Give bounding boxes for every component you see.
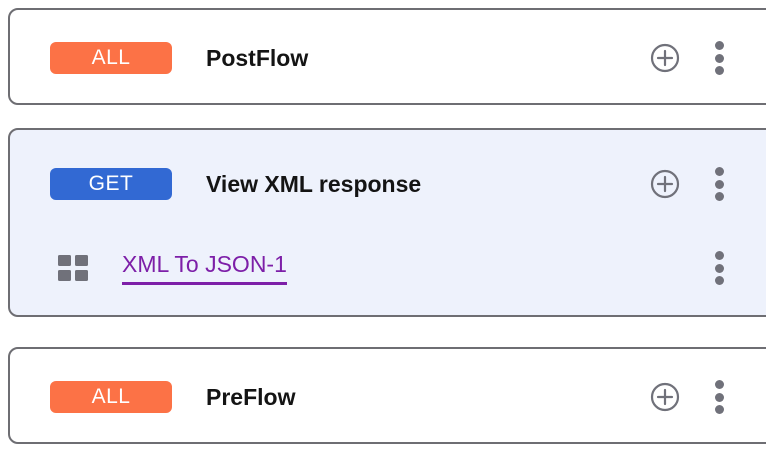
flow-header-row[interactable]: ALL PreFlow — [10, 369, 766, 425]
kebab-dot — [714, 167, 724, 176]
method-badge-all: ALL — [50, 42, 172, 74]
method-badge-get: GET — [50, 168, 172, 200]
kebab-dot — [714, 41, 724, 50]
kebab-dot — [714, 53, 724, 63]
flow-card-preflow[interactable]: ALL PreFlow — [8, 347, 766, 444]
flow-title: PostFlow — [206, 44, 309, 71]
flow-card-postflow[interactable]: ALL PostFlow — [8, 8, 766, 105]
kebab-dot — [714, 179, 724, 189]
add-step-icon[interactable] — [650, 169, 680, 199]
flow-card-view-xml-response[interactable]: GET View XML response XML To JSON-1 — [8, 128, 766, 317]
more-options-icon[interactable] — [712, 41, 726, 75]
flow-header-row[interactable]: GET View XML response — [10, 156, 766, 212]
more-options-icon[interactable] — [712, 251, 726, 285]
kebab-dot — [714, 192, 724, 201]
kebab-dot — [714, 392, 724, 402]
grid-icon — [58, 255, 88, 281]
flow-header-row[interactable]: ALL PostFlow — [10, 30, 766, 86]
kebab-dot — [714, 380, 724, 389]
flow-step-row[interactable]: XML To JSON-1 — [10, 240, 766, 296]
method-badge-all: ALL — [50, 381, 172, 413]
more-options-icon[interactable] — [712, 167, 726, 201]
kebab-dot — [714, 251, 724, 260]
flow-title: View XML response — [206, 170, 422, 197]
policy-link-xml-to-json-1[interactable]: XML To JSON-1 — [122, 251, 287, 285]
kebab-dot — [714, 405, 724, 414]
flow-title: PreFlow — [206, 383, 296, 410]
kebab-dot — [714, 276, 724, 285]
kebab-dot — [714, 66, 724, 75]
add-step-icon[interactable] — [650, 43, 680, 73]
more-options-icon[interactable] — [712, 380, 726, 414]
add-step-icon[interactable] — [650, 382, 680, 412]
kebab-dot — [714, 263, 724, 273]
